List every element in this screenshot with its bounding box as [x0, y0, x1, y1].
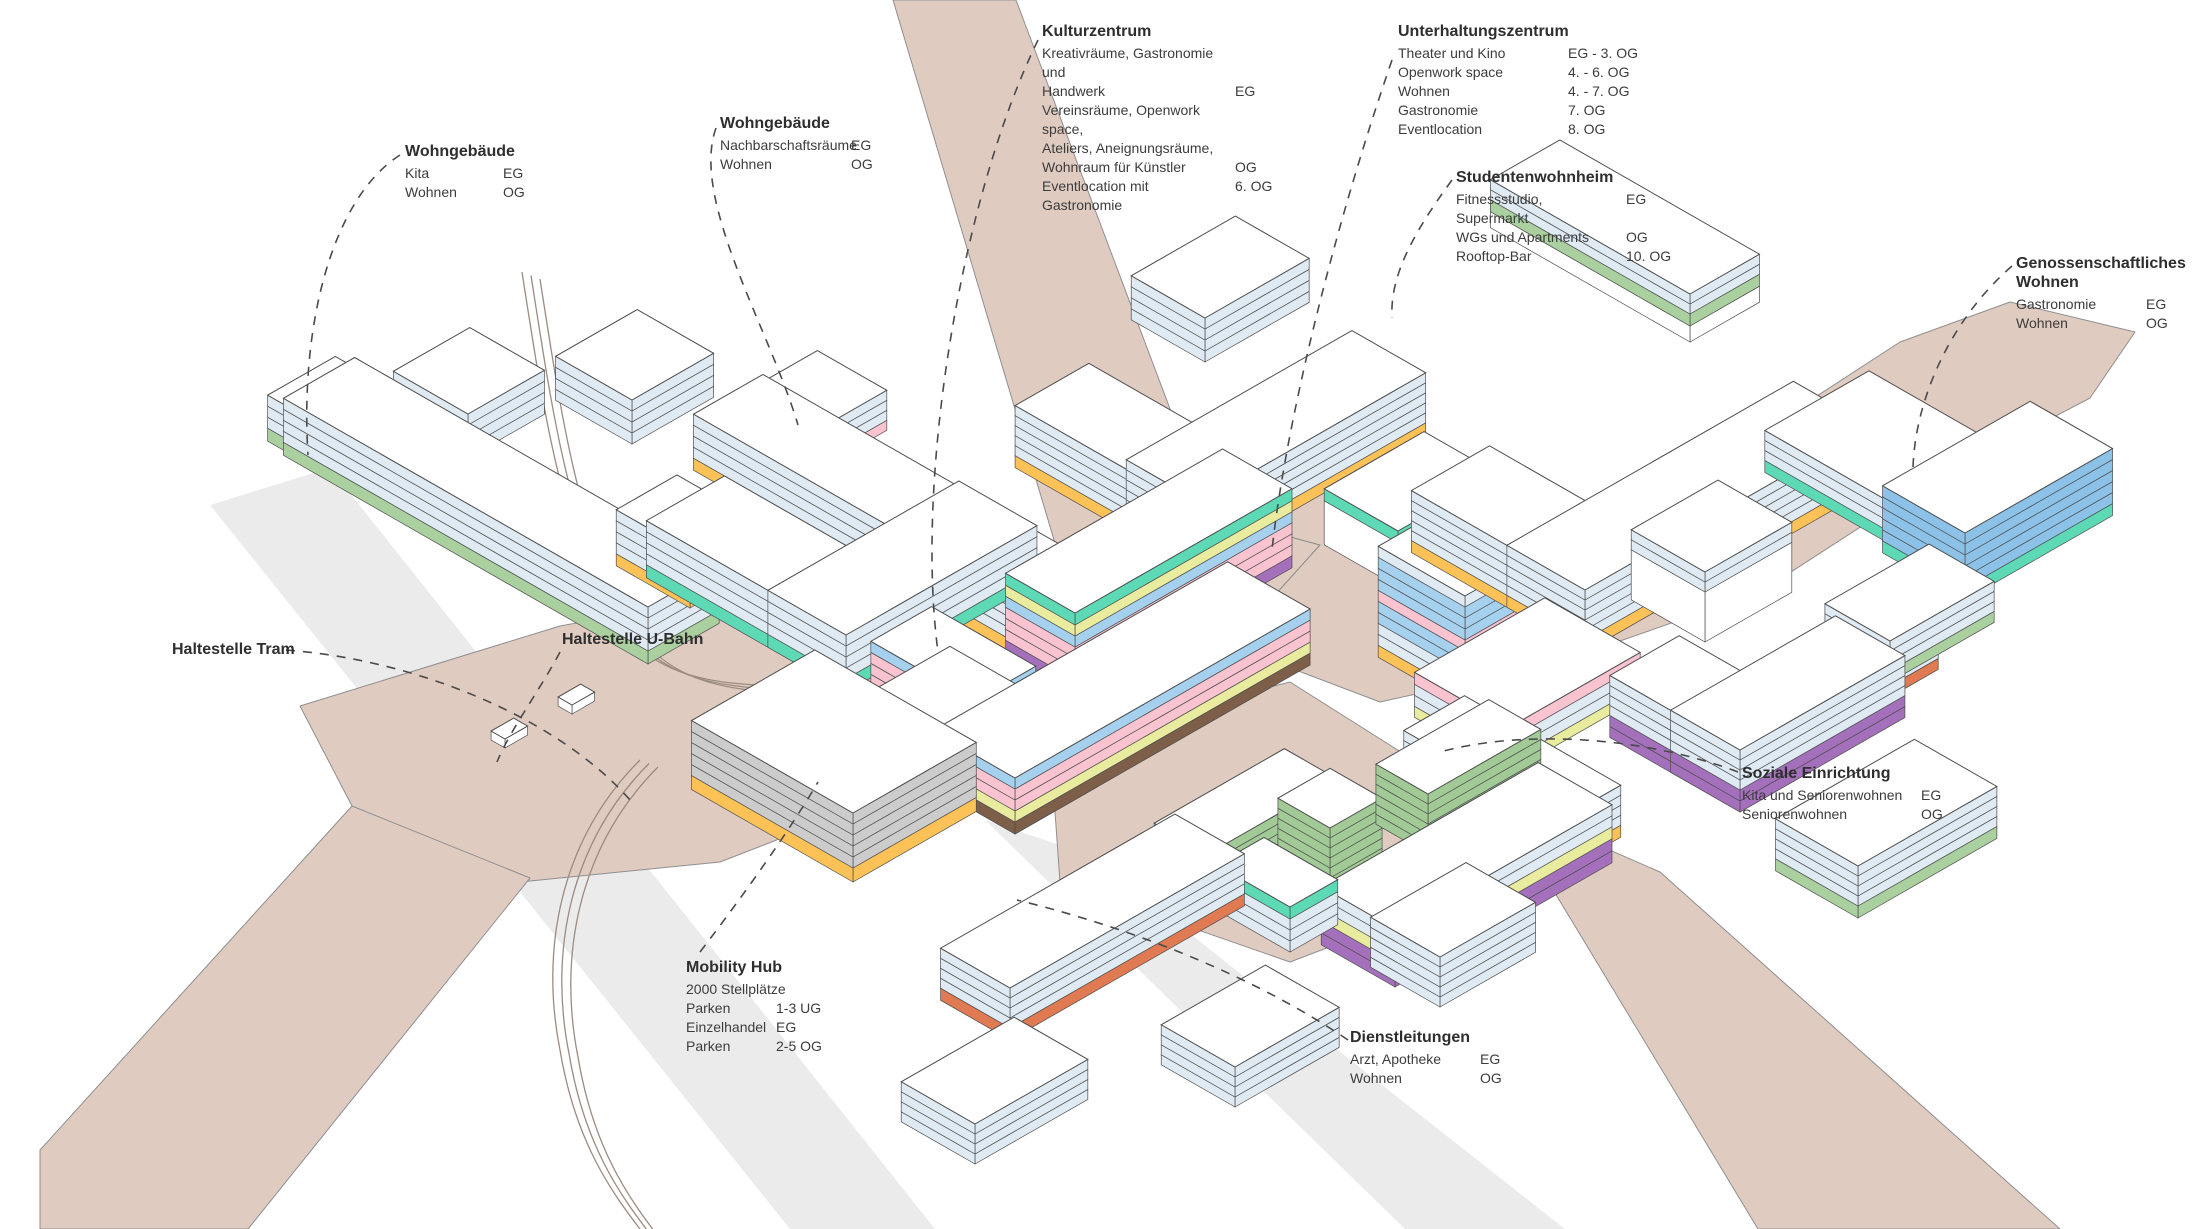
roof — [1125, 329, 1427, 503]
roof — [1881, 400, 2114, 534]
roof — [1130, 215, 1311, 319]
roof — [690, 649, 978, 814]
building-tram-car-1 — [490, 717, 529, 749]
roof — [554, 308, 715, 401]
tram-track — [561, 763, 650, 1229]
building-mobility-hub — [690, 649, 978, 883]
leader-unterhaltungszentrum — [1271, 59, 1393, 551]
building-greenband-bar-ne — [1489, 139, 1761, 343]
roof — [1004, 448, 1294, 614]
building-tram-car-2 — [557, 683, 596, 715]
roof — [1489, 139, 1761, 295]
leader-genossenschaftliches-wohnen — [1912, 265, 2013, 469]
building-cube-sued-3 — [1369, 861, 1537, 1008]
building-cube-sued-1 — [900, 1016, 1089, 1165]
building-terracotta-long-bar — [939, 813, 1246, 1041]
building-unterhaltung-mint-end — [1215, 836, 1339, 953]
building-cube-sued-2 — [1160, 964, 1341, 1108]
roof — [1774, 738, 1998, 867]
roof — [1369, 861, 1537, 958]
roof — [900, 1016, 1089, 1125]
roof — [1413, 597, 1642, 728]
leader-wohngebaeude-2 — [710, 127, 799, 426]
building-wohnen-nw-cube-b — [554, 308, 715, 445]
tram-track — [570, 766, 659, 1229]
tram-track — [552, 759, 641, 1229]
leader-haltestelle-tram — [285, 649, 631, 801]
leader-dienstleitungen — [1016, 899, 1349, 1041]
roof — [1374, 698, 1542, 795]
roof — [1823, 543, 1996, 642]
leader-soziale-einrichtung — [1439, 738, 1739, 773]
street-area — [39, 805, 531, 1229]
leader-kulturzentrum — [931, 39, 1039, 653]
roof — [1630, 479, 1793, 573]
roof — [557, 683, 596, 706]
roof — [490, 717, 529, 740]
roof — [392, 326, 546, 415]
roof — [1276, 767, 1384, 829]
roof — [1320, 761, 1614, 930]
building-kulturzentrum-front-b — [931, 561, 1312, 835]
building-green-eg-box-so — [1774, 738, 1998, 919]
roof — [1160, 964, 1341, 1068]
building-white-tower-ost — [1630, 479, 1793, 643]
building-purple-l-ost-b — [1669, 615, 1906, 813]
building-block-top-center — [1130, 215, 1311, 363]
roof — [766, 480, 1038, 636]
roof — [1669, 615, 1906, 751]
roof — [939, 813, 1246, 989]
leader-wohngebaeude-1 — [305, 154, 401, 456]
leader-studentenwohnheim — [1391, 179, 1453, 319]
leader-mobility-hub — [699, 781, 819, 953]
building-wohnen-nw-bar — [282, 356, 721, 665]
